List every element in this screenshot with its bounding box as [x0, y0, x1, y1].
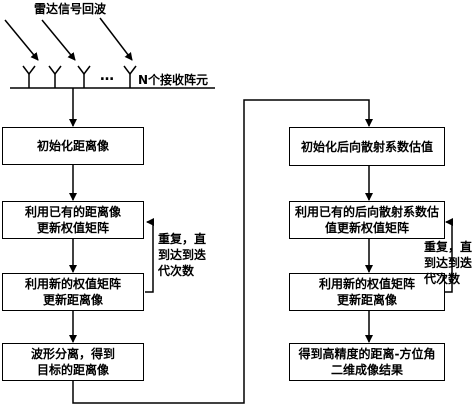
left-step-update-weights: 利用已有的距离像 更新权值矩阵 — [2, 201, 144, 239]
right-loop-label: 重复，直 到达到迭 代次数 — [424, 240, 473, 286]
right-loop-connector — [443, 218, 453, 293]
left-step-init-range-profile: 初始化距离像 — [2, 127, 144, 165]
left-loop-label: 重复，直 到达到迭 代次数 — [158, 232, 207, 278]
right-step-update-weights: 利用已有的后向散射系数估 值更新权值矩阵 — [289, 201, 445, 239]
signal-arrow-3 — [99, 17, 133, 61]
antenna-icon — [77, 65, 91, 88]
antenna-icon — [123, 65, 137, 88]
right-step-init-backscatter: 初始化后向散射系数估值 — [289, 127, 445, 166]
radar-signal-label: 雷达信号回波 — [34, 2, 107, 16]
antenna-ellipsis: … — [100, 68, 116, 84]
signal-arrow-1 — [4, 19, 39, 61]
antenna-icon — [22, 65, 36, 88]
left-loop-connector — [145, 218, 154, 293]
right-step-update-range-profile: 利用新的权值矩阵 更新距离像 — [289, 273, 445, 311]
antenna-icon — [48, 65, 62, 88]
left-step-update-range-profile: 利用新的权值矩阵 更新距离像 — [2, 273, 144, 311]
receiver-label: N个接收阵元 — [138, 73, 209, 87]
left-step-waveform-separation: 波形分离，得到 目标的距离像 — [2, 343, 144, 381]
right-step-final-imaging: 得到高精度的距离-方位角 二维成像结果 — [289, 343, 445, 381]
cross-column-connector — [72, 99, 373, 404]
signal-arrow-2 — [41, 19, 76, 61]
